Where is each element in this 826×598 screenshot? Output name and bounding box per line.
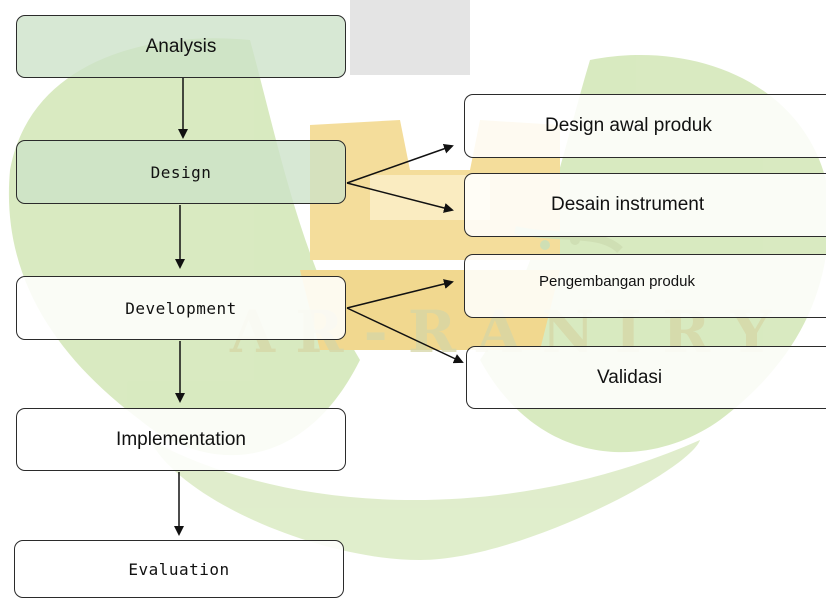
node-implementation: Implementation bbox=[16, 408, 346, 471]
node-design-awal-produk-label: Design awal produk bbox=[545, 115, 712, 136]
node-evaluation: Evaluation bbox=[14, 540, 344, 598]
node-desain-instrument-label: Desain instrument bbox=[551, 194, 705, 215]
node-analysis-label: Analysis bbox=[145, 35, 217, 57]
node-analysis: Analysis bbox=[16, 15, 346, 78]
node-development-label: Development bbox=[125, 298, 237, 318]
node-implementation-label: Implementation bbox=[116, 428, 246, 450]
node-validasi: Validasi bbox=[466, 346, 826, 409]
node-development: Development bbox=[16, 276, 346, 340]
node-pengembangan-produk-label: Pengembangan produk bbox=[539, 273, 695, 290]
node-validasi-label: Validasi bbox=[597, 366, 663, 388]
node-desain-instrument: Desain instrument bbox=[464, 173, 826, 237]
node-pengembangan-produk: Pengembangan produk bbox=[464, 254, 826, 318]
node-design-label: Design bbox=[150, 162, 212, 182]
node-design-awal-produk: Design awal produk bbox=[464, 94, 826, 158]
node-design: Design bbox=[16, 140, 346, 204]
node-evaluation-label: Evaluation bbox=[128, 559, 230, 579]
